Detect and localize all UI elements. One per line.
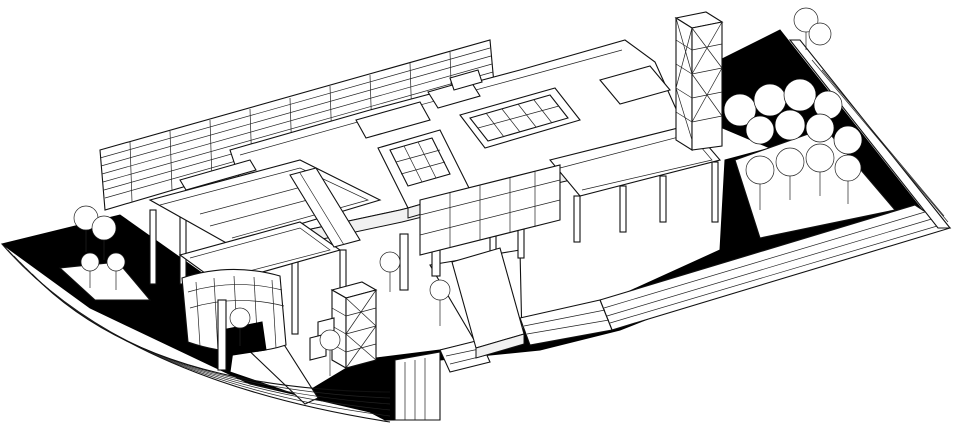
colonnade <box>148 124 721 359</box>
terrace-steps <box>1 39 952 423</box>
tree-grove <box>73 7 863 376</box>
lattice-tower <box>674 11 724 151</box>
stair-tower <box>309 281 378 369</box>
skylight <box>389 87 581 187</box>
